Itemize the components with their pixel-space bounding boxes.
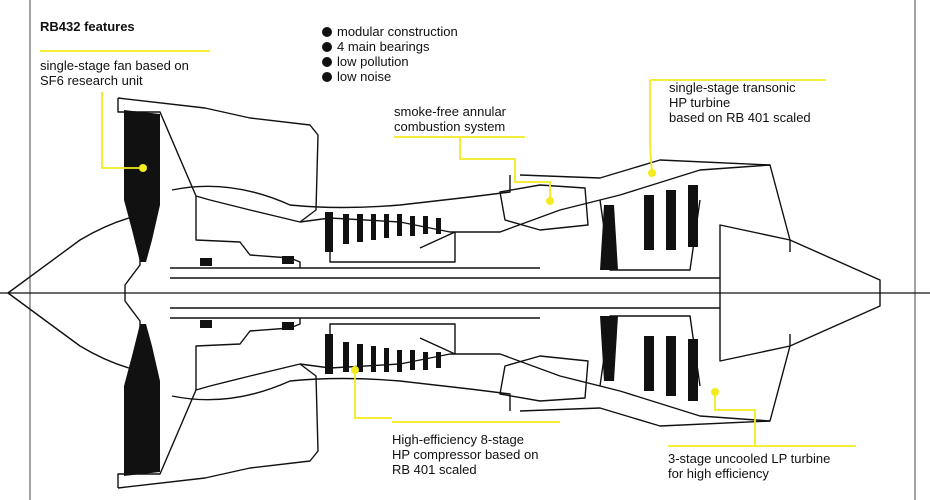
nacelle-lower — [117, 363, 319, 489]
bullet-icon — [322, 57, 332, 67]
exhaust-cone — [719, 224, 881, 362]
lp-turbine-callout: 3-stage uncooled LP turbine for high eff… — [668, 451, 831, 481]
lp-turbine-stage-2-upper — [666, 190, 676, 250]
hp-turbine-upper — [600, 205, 618, 270]
feature-item: 4 main bearings — [322, 39, 430, 54]
nose-cone-upper — [7, 214, 141, 294]
fan-hub-upper — [195, 196, 301, 268]
hp-turbine-callout: single-stage transonic HP turbine based … — [669, 80, 811, 125]
fan-leader — [101, 92, 143, 169]
feature-item: low pollution — [322, 54, 409, 69]
bullet-icon — [322, 27, 332, 37]
hp-turbine-leader — [649, 80, 653, 174]
fan-blade-upper — [124, 110, 160, 262]
combustion-leader — [459, 137, 551, 201]
splitter-lower — [171, 377, 511, 411]
feature-item: low noise — [322, 69, 391, 84]
hp-turbine-lower — [600, 316, 618, 381]
nose-cone-lower — [7, 292, 141, 372]
lp-turbine-stage-1-upper — [644, 195, 654, 250]
hp-compressor-leader — [354, 370, 392, 419]
engine-outline — [7, 97, 881, 489]
feature-item: modular construction — [322, 24, 458, 39]
splitter-upper — [171, 175, 511, 209]
bullet-icon — [322, 72, 332, 82]
leader-dots — [139, 164, 719, 396]
combustor-lower — [499, 355, 589, 402]
lp-turbine-leader — [714, 392, 756, 446]
hp-compressor-callout: High-efficiency 8-stage HP compressor ba… — [392, 432, 539, 477]
fan-callout: single-stage fan based on SF6 research u… — [40, 58, 189, 88]
core-casing-upper — [299, 164, 791, 252]
lp-turbine-stage-3-upper — [688, 185, 698, 247]
fan-blade-lower — [124, 324, 160, 476]
main-shaft — [170, 277, 720, 309]
combustion-callout: smoke-free annular combustion system — [394, 104, 506, 134]
combustor-upper — [499, 184, 589, 231]
nacelle-upper — [117, 97, 319, 223]
diagram-title: RB432 features — [40, 19, 135, 34]
turbine-casing-upper — [519, 159, 771, 179]
engine-solid-parts — [124, 110, 698, 476]
bullet-icon — [322, 42, 332, 52]
leader-lines — [40, 50, 856, 447]
